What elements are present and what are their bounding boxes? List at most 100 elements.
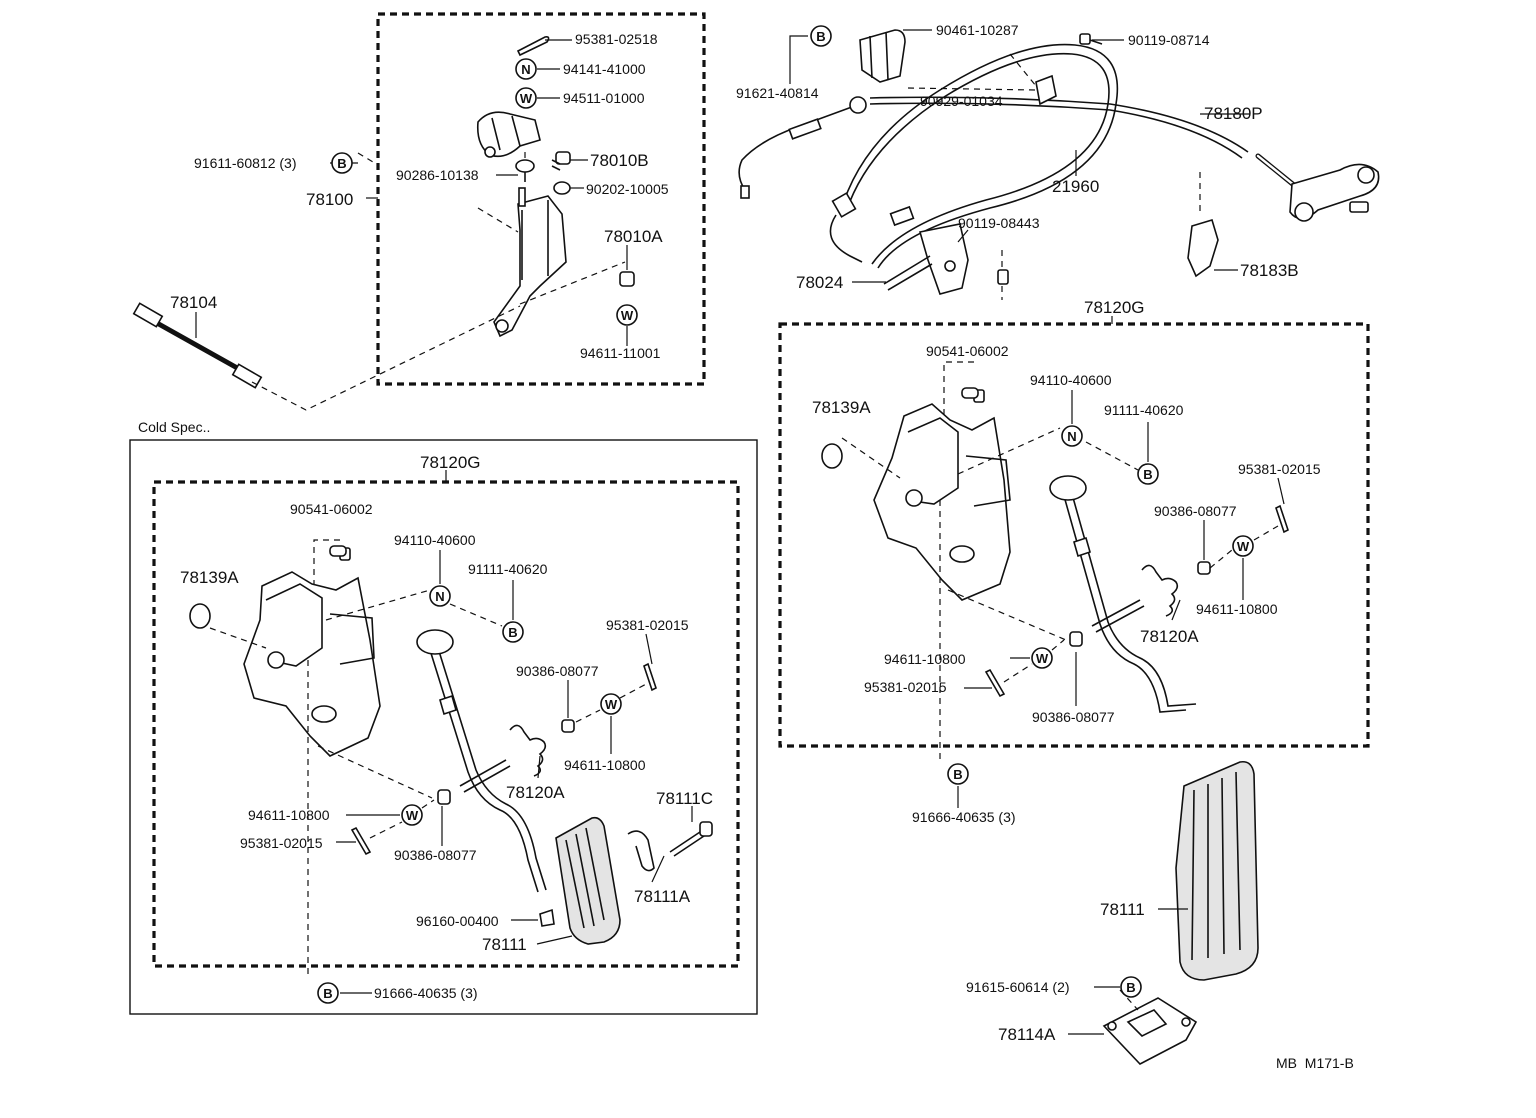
label-78104: 78104 bbox=[170, 293, 217, 312]
leader-lines bbox=[195, 29, 1285, 1035]
label-90286-10138: 90286-10138 bbox=[396, 167, 479, 183]
cable-bracket-90461 bbox=[859, 29, 906, 83]
symbol-b-91621: B bbox=[810, 25, 832, 47]
svg-text:B: B bbox=[816, 29, 825, 44]
bolt-90119-08443 bbox=[997, 269, 1009, 285]
label-right-95381-02015-top: 95381-02015 bbox=[1238, 461, 1321, 477]
label-left-78120G: 78120G bbox=[420, 453, 481, 472]
seat-90386-cold-bottom bbox=[437, 789, 451, 805]
seat-90386-std-bottom bbox=[1069, 631, 1083, 647]
svg-text:B: B bbox=[323, 986, 332, 1001]
seat-90386-std-top bbox=[1197, 561, 1211, 575]
label-94611-11001: 94611-11001 bbox=[580, 345, 661, 361]
throttle-link-part bbox=[1289, 163, 1380, 222]
clip-95381-std-left bbox=[984, 668, 1006, 698]
accelerator-cable-21960 bbox=[829, 43, 1119, 269]
svg-text:N: N bbox=[1067, 429, 1076, 444]
symbol-n-right: N bbox=[1061, 425, 1083, 447]
symbol-n-94141: N bbox=[515, 58, 537, 80]
label-right-91666-40635: 91666-40635 (3) bbox=[912, 809, 1016, 825]
pad-78111-std bbox=[1175, 760, 1259, 981]
label-91611-60812: 91611-60812 (3) bbox=[194, 155, 296, 171]
pedal-arm-cold bbox=[416, 629, 547, 893]
label-right-78114A: 78114A bbox=[998, 1025, 1056, 1044]
label-right-94611-10800-right: 94611-10800 bbox=[1196, 601, 1278, 617]
part-labels: 95381-02518 94141-41000 94511-01000 7801… bbox=[138, 22, 1354, 1071]
return-spring-78120A-std bbox=[1141, 564, 1179, 617]
symbol-w-left-bottom: W bbox=[401, 804, 423, 826]
label-left-90386-08077-bottom: 90386-08077 bbox=[394, 847, 477, 863]
connector-rod-part bbox=[132, 302, 263, 389]
svg-text:B: B bbox=[337, 156, 346, 171]
svg-text:B: B bbox=[953, 767, 962, 782]
symbol-w-right-top: W bbox=[1232, 535, 1254, 557]
section-title-cold-spec: Cold Spec.. bbox=[138, 419, 210, 435]
label-left-78120A: 78120A bbox=[506, 783, 565, 802]
cable-clip-90929 bbox=[1035, 74, 1057, 106]
svg-text:N: N bbox=[521, 62, 530, 77]
label-78010B: 78010B bbox=[590, 151, 649, 170]
svg-text:N: N bbox=[435, 589, 444, 604]
cable-end-left bbox=[738, 96, 867, 199]
grommet-78139A-cold bbox=[189, 603, 211, 629]
cable-bracket-78024 bbox=[883, 223, 969, 295]
svg-text:B: B bbox=[508, 625, 517, 640]
label-left-78111A: 78111A bbox=[634, 887, 691, 906]
svg-text:B: B bbox=[1143, 467, 1152, 482]
clip-95381-cold-top bbox=[643, 662, 657, 692]
label-left-90386-08077-top: 90386-08077 bbox=[516, 663, 599, 679]
label-right-95381-02015-left: 95381-02015 bbox=[864, 679, 947, 695]
svg-text:W: W bbox=[1036, 651, 1049, 666]
label-left-94611-10800-right: 94611-10800 bbox=[564, 757, 646, 773]
label-91621-40814: 91621-40814 bbox=[736, 85, 819, 101]
label-right-94611-10800-left: 94611-10800 bbox=[884, 651, 966, 667]
label-90929-01034: 90929-01034 bbox=[920, 93, 1003, 109]
label-left-78111C: 78111C bbox=[656, 789, 713, 808]
symbol-w-94611-11001: W bbox=[616, 304, 638, 326]
label-left-91666-40635: 91666-40635 (3) bbox=[374, 985, 478, 1001]
svg-text:W: W bbox=[1237, 539, 1250, 554]
bracket-78114A bbox=[1102, 997, 1198, 1065]
label-78100: 78100 bbox=[306, 190, 353, 209]
label-78010A: 78010A bbox=[604, 227, 663, 246]
spring-78111A-cold bbox=[627, 830, 655, 872]
symbol-b-right-91666: B bbox=[947, 763, 969, 785]
seat-90386-cold-top bbox=[561, 719, 575, 733]
drawing-code: MB M171-B bbox=[1276, 1055, 1354, 1071]
symbol-markers: N W B W B N B W W B B N B W W B bbox=[317, 25, 1254, 1004]
frame-pedal-assembly-std bbox=[778, 322, 1370, 748]
return-spring-78120A-cold bbox=[509, 724, 547, 777]
clip-95381-cold-left bbox=[350, 826, 372, 856]
label-left-78111: 78111 bbox=[482, 935, 527, 954]
label-right-78111: 78111 bbox=[1100, 900, 1145, 919]
pad-78111-cold bbox=[555, 816, 621, 945]
label-94511-01000: 94511-01000 bbox=[563, 90, 645, 106]
symbol-w-left-top: W bbox=[600, 693, 622, 715]
bolt-90541-std bbox=[961, 387, 979, 399]
pedal-bracket-cold bbox=[243, 547, 381, 757]
symbol-n-left: N bbox=[429, 585, 451, 607]
svg-text:W: W bbox=[605, 697, 618, 712]
label-right-90386-08077-top: 90386-08077 bbox=[1154, 503, 1237, 519]
svg-text:W: W bbox=[520, 91, 533, 106]
label-right-78120A: 78120A bbox=[1140, 627, 1199, 646]
symbol-w-right-bottom: W bbox=[1031, 647, 1053, 669]
label-left-95381-02015-top: 95381-02015 bbox=[606, 617, 689, 633]
svg-text:W: W bbox=[621, 308, 634, 323]
symbol-b-left-91666: B bbox=[317, 982, 339, 1004]
symbol-b-left-91111: B bbox=[502, 621, 524, 643]
symbol-b-91611: B bbox=[331, 152, 353, 174]
label-left-94110-40600: 94110-40600 bbox=[394, 532, 476, 548]
label-78024: 78024 bbox=[796, 273, 843, 292]
accelerator-bracket-part bbox=[493, 187, 567, 338]
label-left-94611-10800-left: 94611-10800 bbox=[248, 807, 330, 823]
label-90202-10005: 90202-10005 bbox=[586, 181, 669, 197]
label-90461-10287: 90461-10287 bbox=[936, 22, 1019, 38]
label-left-78139A: 78139A bbox=[180, 568, 239, 587]
label-78183B: 78183B bbox=[1240, 261, 1299, 280]
label-78180P: 78180P bbox=[1204, 104, 1263, 123]
bolt-78111C-cold bbox=[669, 821, 713, 857]
label-right-90386-08077-bottom: 90386-08077 bbox=[1032, 709, 1115, 725]
label-21960: 21960 bbox=[1052, 177, 1099, 196]
